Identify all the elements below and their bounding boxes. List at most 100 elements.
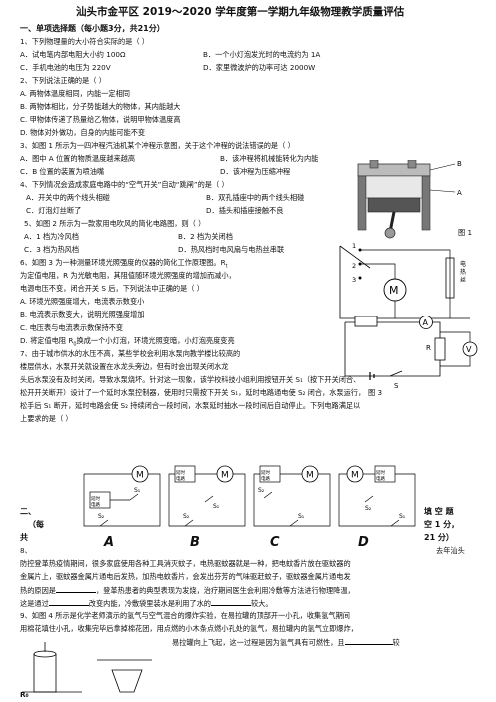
question-7-line5: 松手后 S₁ 断开，延时电路会使 S₂ 持续闭合一段时间，水泵延时抽水一段时间后… (20, 401, 361, 410)
q1-option-c: C．手机电池的电压为 220V (20, 63, 111, 72)
choice-label-b: B (190, 535, 200, 550)
svg-text:S₁: S₁ (298, 513, 305, 520)
fig2-position-1: 1 (352, 242, 356, 250)
q5-option-b: B．2 档为关闭档 (178, 232, 233, 241)
q9-answer-blank-1[interactable] (344, 637, 393, 645)
circuit-option-a: 延时电路 M S₁ S₂ (83, 465, 161, 527)
figure-4-can-diagram (22, 642, 152, 693)
fig3-switch-label: S (394, 382, 399, 390)
figure-1-caption: 图 1 (458, 228, 473, 237)
section-2-heading-paren: （每 (28, 520, 44, 529)
question-8-line3: 热的原因是，登革热患者的典型表现为发烧，治疗期间医生会利用冷敷等方法进行物理降温… (20, 585, 355, 595)
question-3: 3、如图 1 所示为一四冲程汽油机某个冲程示意图，关于这个冲程的说法错误的是（ … (20, 141, 295, 150)
svg-text:M: M (306, 471, 314, 481)
motor-symbol-fig2: M (389, 284, 399, 297)
choice-label-c: C (270, 535, 280, 550)
question-8-line1: 防控登革热疫情期间，很多家庭使用各种工具消灭蚊子，电热驱蚊器就是一种，把电蚊香片… (20, 559, 351, 568)
question-4: 4、下列情况会造成家庭电路中的“空气开关”自动“跳闸”的是（ ） (20, 180, 229, 189)
question-8-line4: 这是通过改变内能，冷敷袋里装水是利用了水的较大。 (20, 598, 273, 608)
q4-option-c: C．灯泡灯丝断了 (26, 206, 82, 215)
q5-option-a: A．1 档为冷风档 (24, 232, 79, 241)
question-6-line2: 为定值电阻，R 为光敏电阻，其阻值随环境光照强度的增加而减小， (20, 271, 236, 280)
q6-option-b: B. 电流表示数变大，说明光照强度增加 (20, 310, 145, 319)
fig2-position-2: 2 (352, 262, 356, 270)
svg-text:电路: 电路 (261, 475, 270, 482)
question-5: 5、如图 2 所示为一款家用电吹风的简化电路图，则（ ） (24, 219, 206, 228)
q3-option-d: D．该冲程为压缩冲程 (220, 167, 291, 176)
question-6-line1: 6、如图 3 为一种测量环境光照强度的仪器的简化工作原理图。Rt (20, 258, 228, 270)
section-2-heading-total: 共 (20, 533, 28, 542)
svg-text:S₂: S₂ (365, 505, 372, 512)
svg-text:S₂: S₂ (183, 513, 190, 520)
section-2-heading-right2: 空 1 分， (424, 520, 460, 529)
q5-option-d: D．热风档时电风扇与电热丝串联 (178, 245, 285, 254)
q3-option-c: C．B 位置的装置为喷油嘴 (20, 167, 105, 176)
question-8-tail: 去年汕头 (436, 546, 465, 555)
page-title: 汕头市金平区 2019～2020 学年度第一学期九年级物理教学质量评估 (76, 6, 405, 18)
svg-text:延时: 延时 (376, 469, 385, 476)
svg-text:M: M (221, 471, 229, 481)
svg-text:S₁: S₁ (134, 487, 141, 494)
section-2-heading-right1: 填 空 题 (424, 507, 454, 516)
question-9-line2: 用棉花填住小孔，收集完毕后拿掉棉花团，用点燃的小木条点燃小孔处的氢气，易拉罐内的… (20, 624, 358, 633)
svg-text:延时: 延时 (91, 495, 100, 502)
svg-text:延时: 延时 (176, 469, 185, 476)
question-8-line2: 金属片上，驱蚊器金属片通电后发热，加热电蚊香片，会发出芬芳的气味驱赶蚊子，驱蚊器… (20, 572, 351, 581)
svg-text:S₁: S₁ (399, 513, 406, 520)
q8-answer-blank-3[interactable] (210, 598, 251, 606)
q4-option-b: B．双孔插座中的两个线头相碰 (206, 193, 305, 202)
figure-1-label-a: A (457, 189, 462, 197)
svg-text:电路: 电路 (376, 475, 385, 482)
q5-option-c: C．3 档为热风档 (24, 245, 80, 254)
q1-option-d: D．家里微波炉的功率可达 2000W (203, 63, 316, 72)
figure-3-light-meter-circuit: R₀ A R V S (344, 316, 478, 390)
question-9-line3: 易拉罐向上飞起，这一过程是因为氢气具有可燃性，且较 (172, 637, 400, 647)
svg-text:延时: 延时 (261, 469, 270, 476)
circuit-option-c: 延时电路 M S₂ S₁ (253, 465, 331, 527)
circuit-option-d: 延时电路 M S₂ S₁ (338, 465, 416, 527)
q3-option-b: B．该冲程将机械能转化为内能 (220, 154, 319, 163)
choice-label-d: D (358, 535, 369, 550)
svg-text:S₁: S₁ (213, 503, 220, 510)
q6-option-a: A. 环境光照强度增大，电流表示数变小 (20, 297, 145, 306)
question-7-line4: 松开开关断开）设计了一个延时水泵控制器，使用时只需按下开关 S₁，延时电路通电使… (20, 388, 366, 397)
q2-option-b: B. 两物体相比，分子势能越大的物体，其内能越大 (20, 102, 181, 111)
section-2-heading-left: 二、 (20, 507, 36, 516)
circuit-option-b: 延时电路 M S₁ S₂ (168, 465, 246, 527)
svg-text:电路: 电路 (176, 475, 185, 482)
q8-answer-blank-1[interactable] (55, 585, 96, 593)
question-9-line1: 9、如图 4 所示是化学老师演示的氢气与空气混合的爆炸实验，在易拉罐的顶部开一小… (20, 611, 350, 620)
question-2: 2、下列说法正确的是（ ） (20, 76, 106, 85)
fig3-ammeter-symbol: A (423, 318, 429, 327)
figure-2-hairdryer-circuit: M 1 2 3 电热丝 (339, 242, 470, 319)
bottom-label-R0: R₀ (20, 690, 29, 699)
section-2-heading-right3: 21 分） (424, 533, 454, 542)
question-8-number: 8、 (20, 546, 32, 555)
question-7-line2: 楼层供水，水泵开关就设置在水龙头旁边，但有时会出现关闭水龙 (20, 362, 229, 371)
q2-option-c: C. 甲物体传递了热量给乙物体，说明甲物体温度高 (20, 115, 181, 124)
svg-text:S₂: S₂ (98, 513, 105, 520)
q1-option-b: B．一个小灯泡发光时的电流约为 1A (203, 50, 321, 59)
question-1: 1、下列物理量的大小符合实际的是（ ） (20, 37, 150, 46)
question-6-line3: 电源电压不变，闭合开关 S 后，下列说法中正确的是（ ） (20, 284, 204, 293)
fig3-voltmeter-symbol: V (466, 345, 472, 354)
q4-option-d: D．插头和插座接触不良 (206, 206, 284, 215)
question-7-line6: 上要求的是（ ） (20, 414, 73, 423)
choice-label-a: A (104, 535, 115, 550)
figure-1-engine-diagram: B A (357, 160, 462, 239)
fig2-position-3: 3 (352, 276, 356, 284)
figure-1-label-b: B (457, 160, 462, 168)
svg-text:电路: 电路 (91, 501, 100, 508)
section-1-heading: 一、单项选择题（每小题3分，共21分） (20, 24, 165, 33)
fig3-R-label: R (426, 344, 431, 352)
q2-option-a: A. 两物体温度相同，内能一定相同 (20, 89, 130, 98)
fig2-heater-label: 电热丝 (460, 260, 466, 284)
q3-option-a: A．图中 A 位置的物质温度越来越高 (20, 154, 136, 163)
svg-text:M: M (351, 471, 359, 481)
q6-option-c: C. 电压表与电流表示数保持不变 (20, 323, 124, 332)
figure-3-caption: 图 3 (368, 388, 383, 397)
q8-answer-blank-2[interactable] (48, 598, 89, 606)
question-7-line3: 头后水泵没有及时关闭，导致水泵烧坏。针对这一现象，该学校科技小组利用按钮开关 S… (20, 375, 361, 384)
q6-option-d: D. 将定值电阻 R0换成一个小灯泡，环境光照变暗，小灯泡亮度变亮 (20, 336, 235, 348)
q1-option-a: A．试电笔内部电阻大小约 100Ω (20, 50, 126, 59)
